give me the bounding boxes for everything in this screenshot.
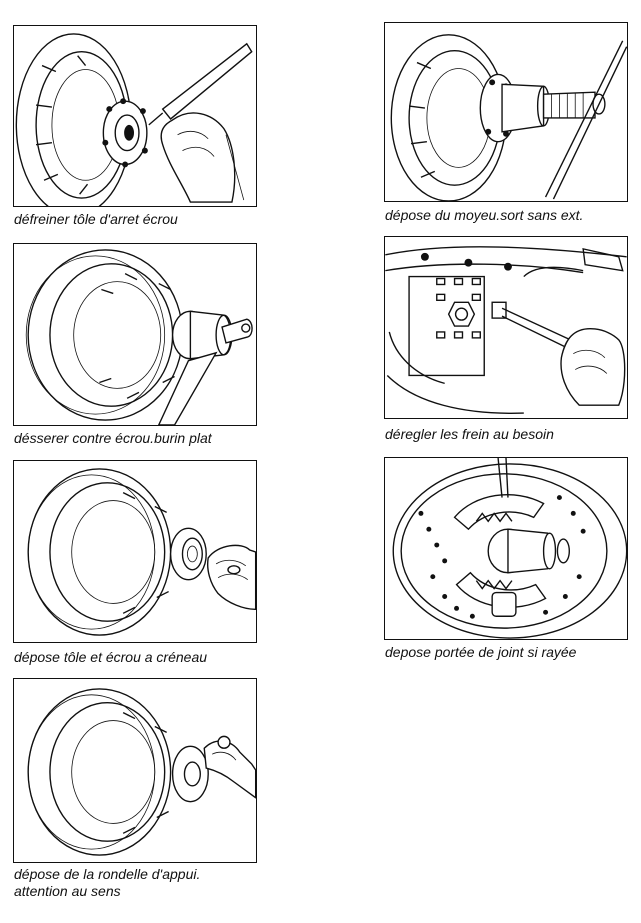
illustration-step-6 [384, 236, 628, 419]
illustration-step-2 [13, 243, 257, 426]
brake-adjust-line-drawing-6 [385, 246, 627, 414]
caption-step-7: depose portée de joint si rayée [385, 644, 577, 660]
hub-drum-line-drawing-5 [390, 34, 627, 201]
brake-assembly-line-drawing-7 [392, 458, 627, 639]
hub-drum-line-drawing-3 [27, 468, 256, 636]
illustration-step-3 [13, 460, 257, 643]
caption-step-1: défreiner tôle d'arret écrou [14, 211, 178, 227]
caption-step-4: dépose de la rondelle d'appui. attention… [14, 866, 200, 900]
hub-drum-line-drawing-1 [15, 33, 253, 206]
illustration-step-4 [13, 678, 257, 863]
caption-step-5: dépose du moyeu.sort sans ext. [385, 207, 584, 223]
caption-step-4-line-2: attention au sens [14, 883, 121, 899]
hub-drum-line-drawing-4 [27, 688, 256, 856]
caption-step-6: déregler les frein au besoin [385, 426, 554, 442]
illustration-step-1 [13, 25, 257, 207]
caption-step-2: désserer contre écrou.burin plat [14, 430, 212, 446]
hub-drum-line-drawing-2 [25, 249, 253, 425]
caption-step-4-line-1: dépose de la rondelle d'appui. [14, 866, 201, 882]
caption-step-3: dépose tôle et écrou a créneau [14, 649, 208, 665]
illustration-step-7 [384, 457, 628, 640]
illustration-step-5 [384, 22, 628, 202]
